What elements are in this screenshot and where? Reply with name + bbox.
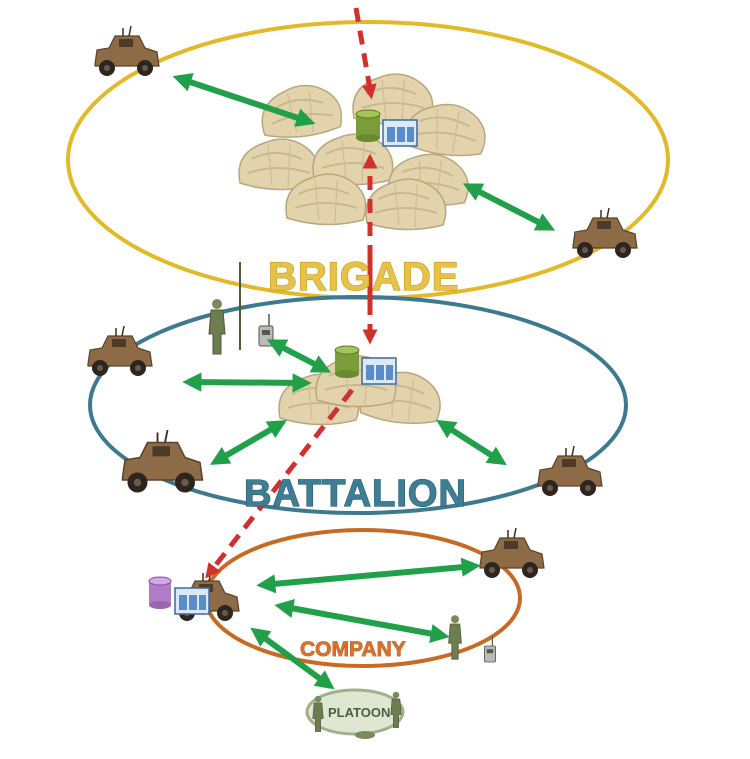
- brigade-command-post: [238, 73, 490, 231]
- link-brigade-vehicle-cp: [172, 73, 316, 127]
- link-battalion-vehicle-cp: [182, 372, 312, 393]
- link-battalion-cp-vehicle: [436, 419, 507, 466]
- link-battalion-mrap-cp: [210, 420, 287, 465]
- flow-battalion-to-company: [205, 388, 354, 579]
- data-flow-lines: [205, 7, 378, 579]
- battalion-ring: [88, 295, 628, 515]
- battalion-radio-icon: [258, 313, 274, 347]
- link-company-cp-soldier: [274, 598, 450, 644]
- company-vehicle-right: [479, 527, 545, 579]
- link-company-cp-vehicle: [256, 557, 481, 594]
- brigade-label: BRIGADE: [268, 255, 459, 299]
- company-computer-screens-icon: [174, 587, 210, 615]
- platoon-node: [305, 688, 405, 739]
- battalion-database-icon: [334, 345, 360, 379]
- brigade-computer-screens-icon: [382, 119, 418, 147]
- flow-top-to-brigade: [353, 7, 377, 100]
- battalion-computer-screens-icon: [361, 357, 397, 385]
- battalion-soldier-icon: [208, 298, 226, 355]
- brigade-database-icon: [355, 109, 381, 143]
- platoon-label: PLATOON: [328, 705, 390, 720]
- company-label: COMPANY: [300, 638, 406, 661]
- network-links: [172, 73, 556, 690]
- company-database-icon: [148, 576, 172, 609]
- battalion-label: BATTALION: [244, 473, 467, 515]
- brigade-vehicle-right: [572, 207, 638, 259]
- link-brigade-cp-vehicle: [462, 183, 556, 231]
- brigade-vehicle-top-left: [94, 25, 160, 77]
- battalion-command-post: [278, 355, 444, 427]
- link-company-cp-platoon: [250, 627, 335, 690]
- battalion-mrap-vehicle: [121, 429, 204, 494]
- battalion-vehicle-left: [87, 325, 153, 377]
- battalion-vehicle-right: [537, 445, 603, 497]
- link-battalion-radio-cp: [266, 339, 332, 373]
